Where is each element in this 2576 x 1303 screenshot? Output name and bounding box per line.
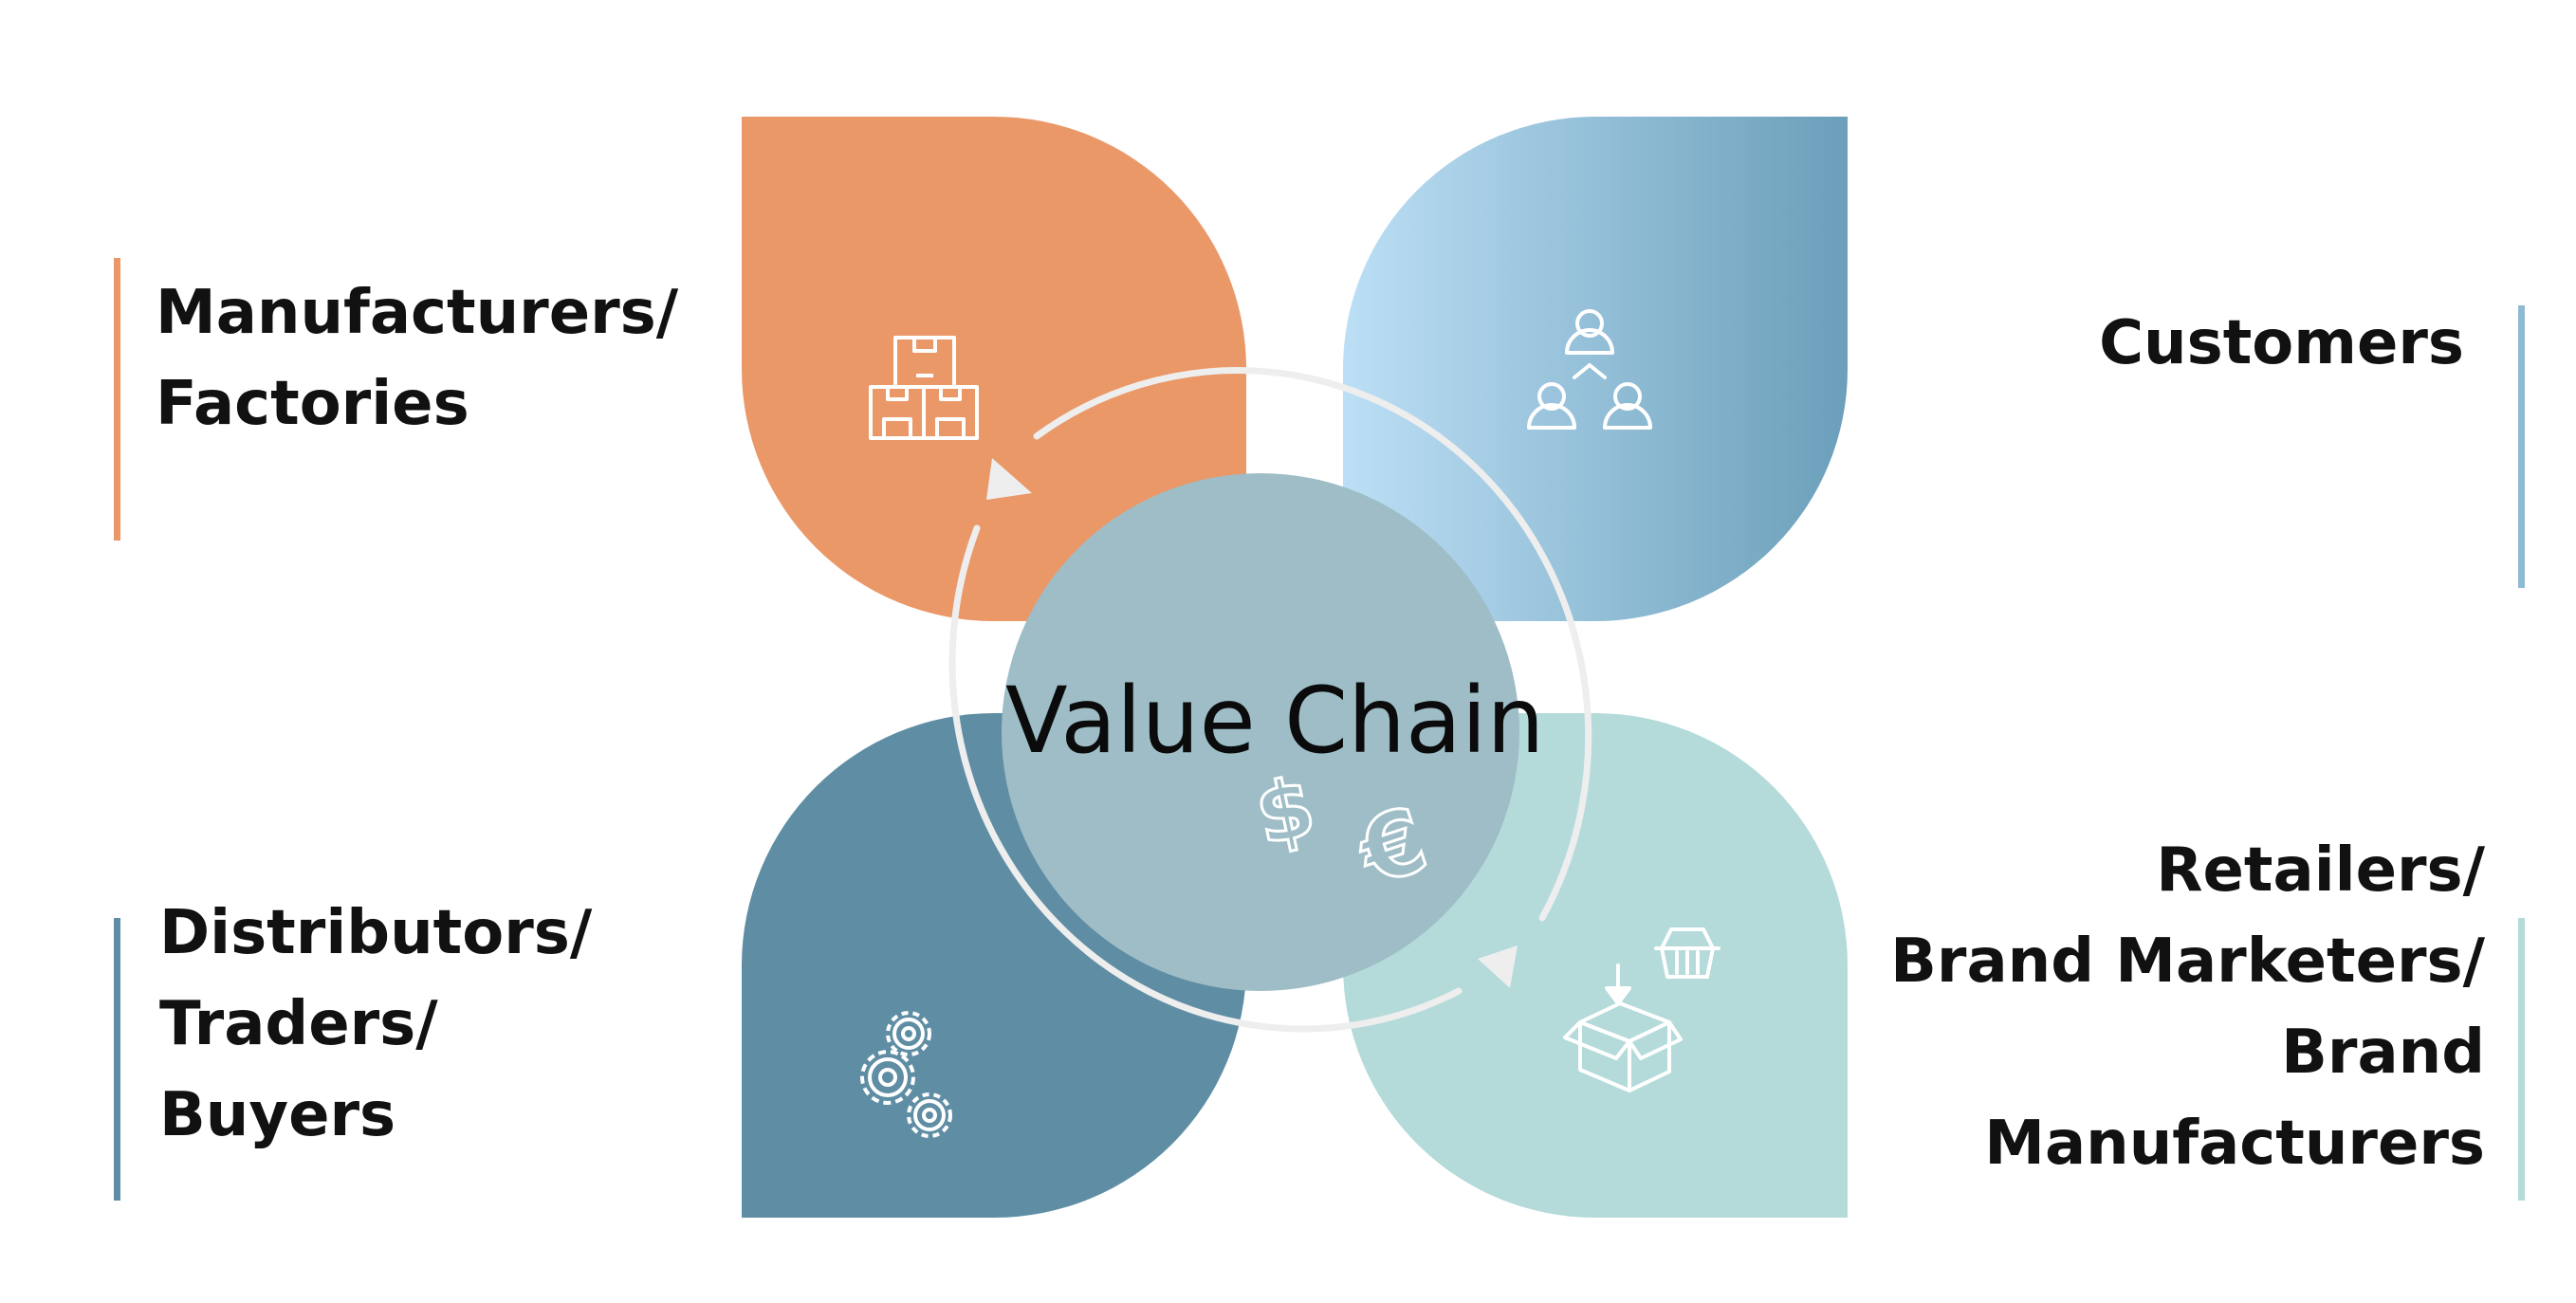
center-circle <box>1002 473 1519 991</box>
center-title: Value Chain <box>1005 668 1545 774</box>
cycle-arrowhead-lower <box>1478 945 1518 988</box>
label-line: Manufacturers <box>1984 1109 2485 1179</box>
warehouse-boxes-icon <box>869 336 979 440</box>
label-line: Brand <box>2281 1018 2485 1088</box>
cycle-arc-lower <box>948 524 1463 1033</box>
accent-bar-manufacturers <box>114 258 120 541</box>
label-line: Brand Marketers/ <box>1890 927 2485 997</box>
label-customers: Customers <box>2099 298 2464 389</box>
label-manufacturers: Manufacturers/ Factories <box>156 267 678 450</box>
accent-bar-customers <box>2518 305 2525 588</box>
people-network-icon <box>1527 309 1652 430</box>
accent-bar-retailers <box>2518 918 2525 1201</box>
label-retailers: Retailers/ Brand Marketers/ Brand Manufa… <box>1890 825 2485 1189</box>
label-distributors: Distributors/ Traders/ Buyers <box>159 888 592 1161</box>
label-line: Buyers <box>159 1080 396 1150</box>
label-line: Traders/ <box>159 989 438 1059</box>
gears-icon <box>860 1011 952 1138</box>
box-basket-icon <box>1563 927 1720 1092</box>
label-line: Retailers/ <box>2156 835 2485 906</box>
label-line: Distributors/ <box>159 898 593 968</box>
petal-manufacturers <box>742 117 1246 621</box>
cycle-arrowhead-upper <box>986 458 1032 500</box>
accent-bar-distributors <box>114 918 120 1201</box>
cycle-arc-upper <box>1033 367 1592 922</box>
label-line: Customers <box>2099 308 2464 378</box>
label-line: Manufacturers/ <box>156 278 679 348</box>
label-line: Factories <box>156 369 469 439</box>
